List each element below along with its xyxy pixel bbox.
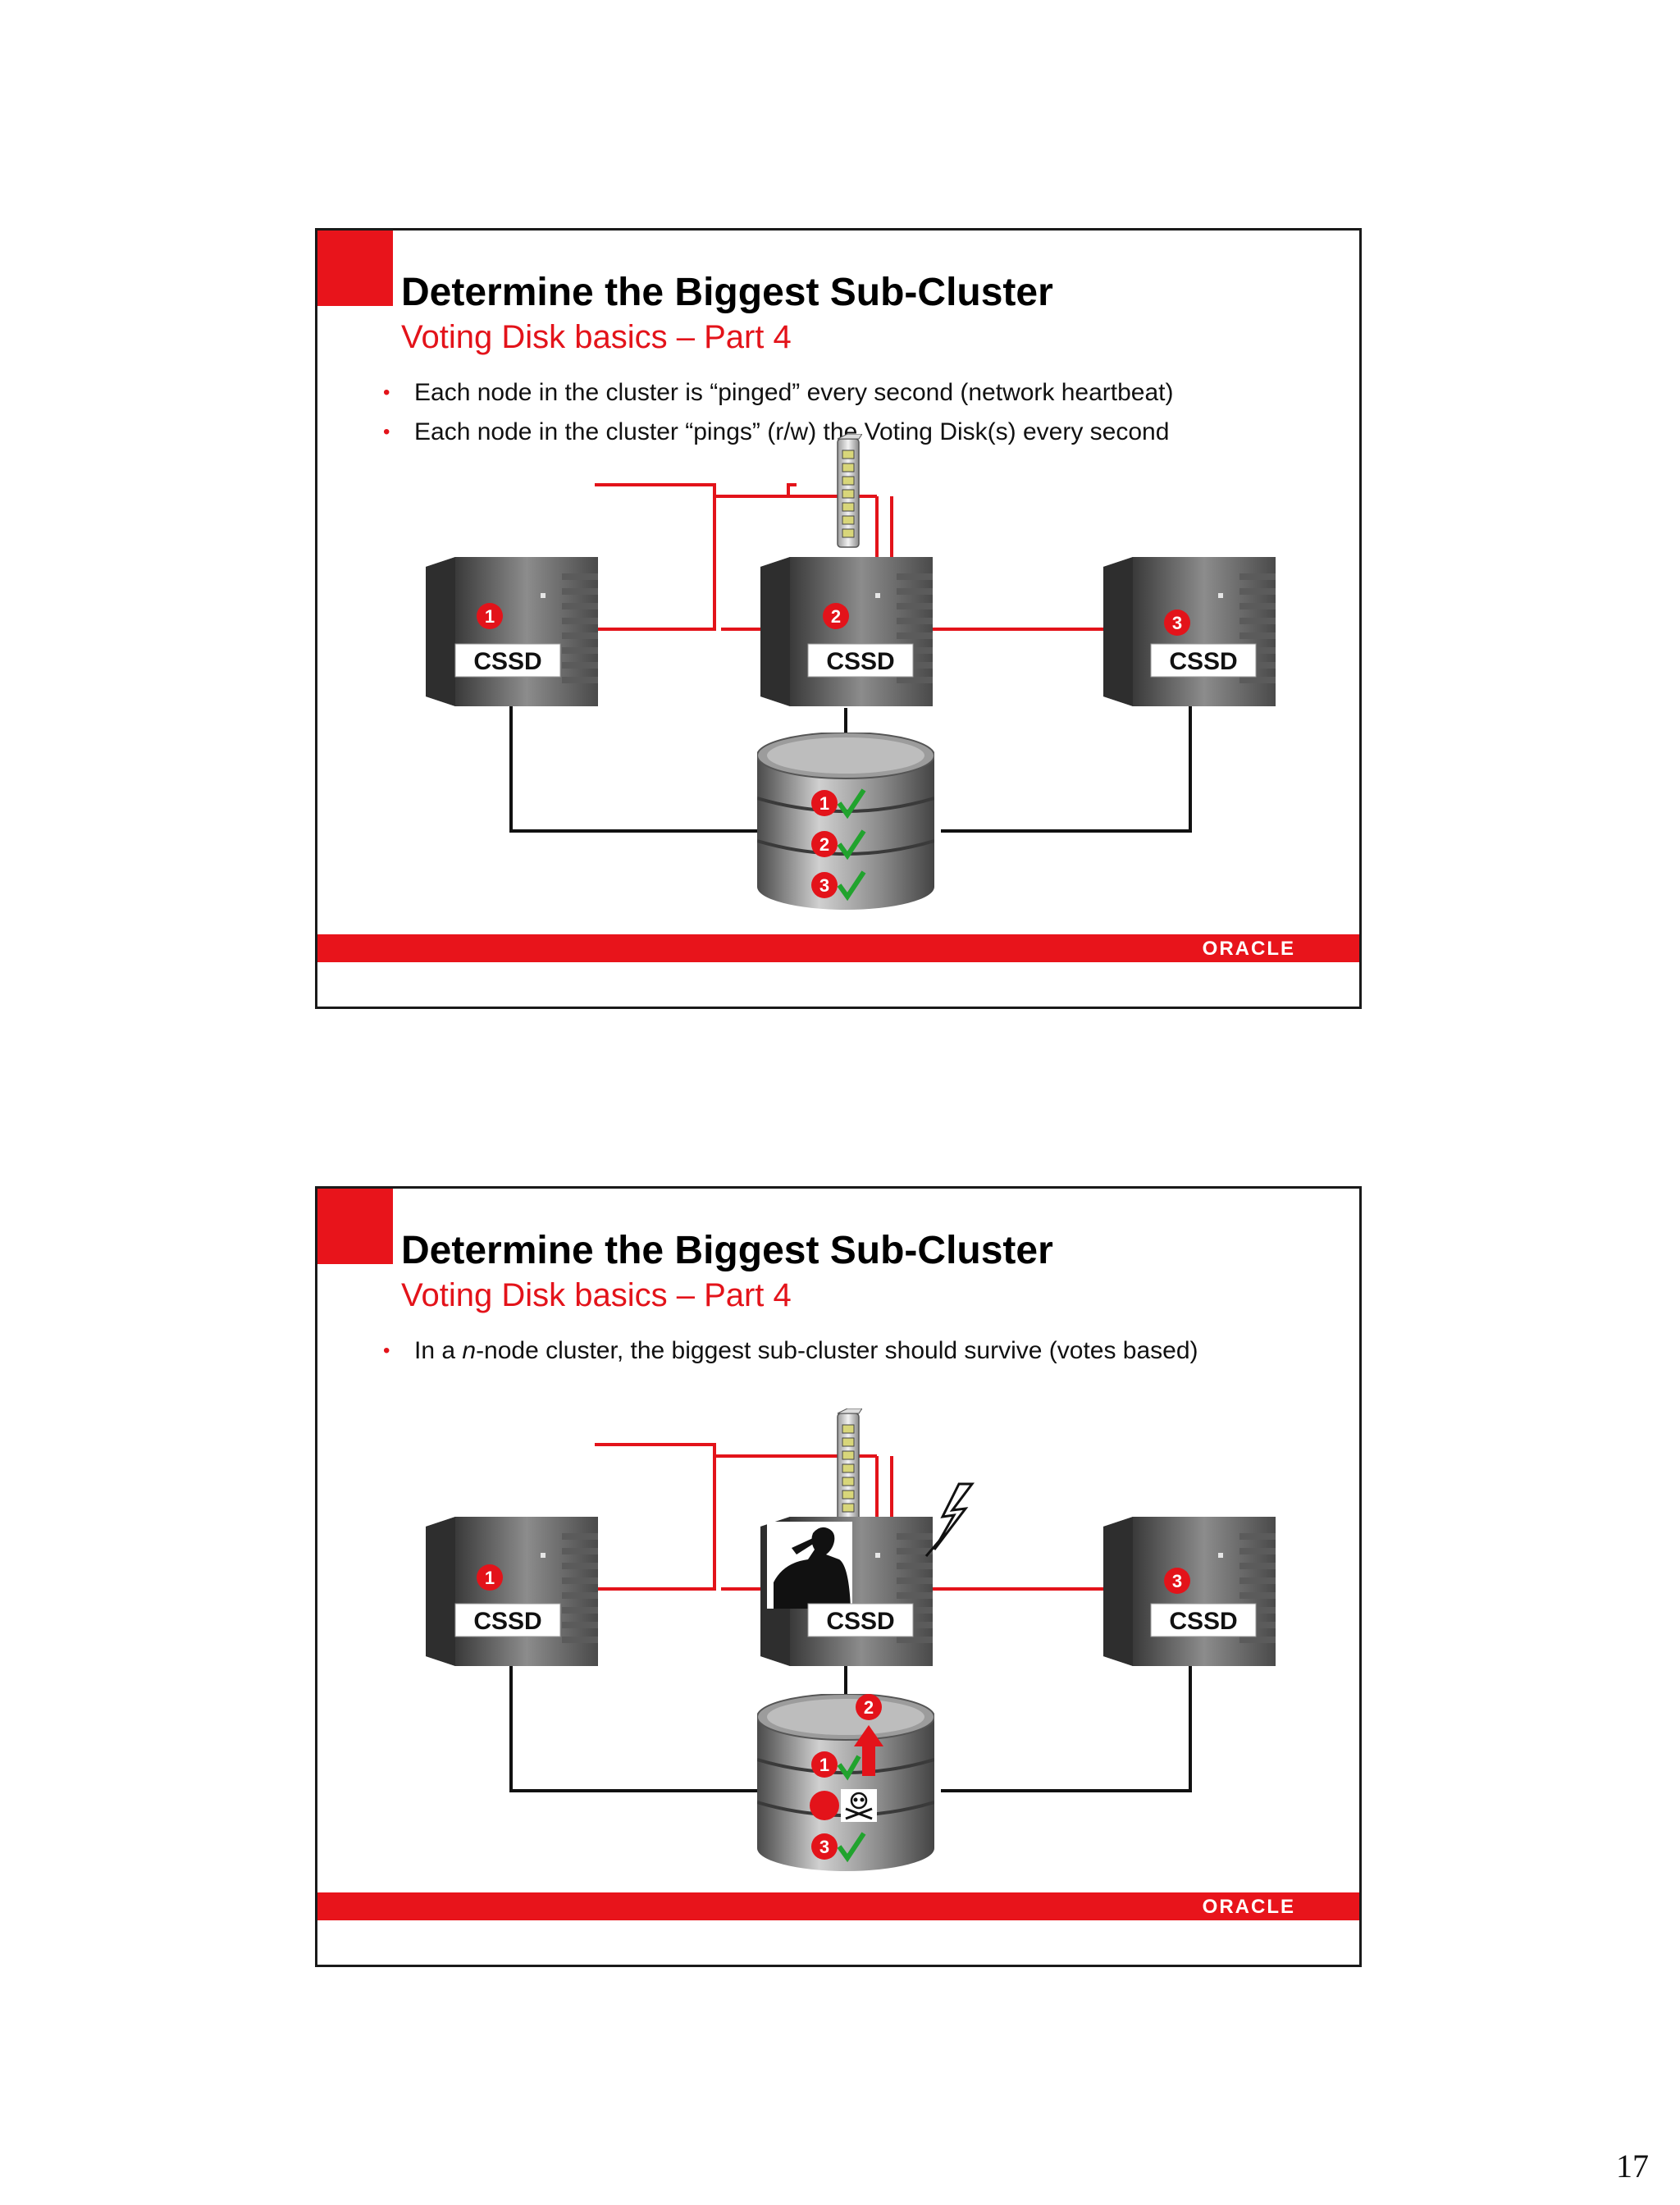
up-arrow-icon [854, 1725, 883, 1776]
cssd-label: CSSD [1169, 1608, 1237, 1635]
slide-accent-block [317, 1189, 393, 1264]
vote-row-2: 2 [811, 829, 866, 861]
vote-row-1: 1 [811, 1751, 861, 1781]
slide-title: Determine the Biggest Sub-Cluster [401, 1229, 1053, 1272]
vote-row-1: 1 [811, 788, 866, 819]
svg-text:2: 2 [819, 834, 829, 855]
server-icon [426, 1517, 598, 1666]
check-icon [837, 788, 866, 819]
slide-2: Determine the Biggest Sub-Cluster Voting… [315, 1186, 1362, 1967]
oracle-logo: ORACLE [1202, 1896, 1295, 1918]
vote-number-badge [811, 1833, 838, 1860]
slide-1: Determine the Biggest Sub-Cluster Voting… [315, 228, 1362, 1009]
cssd-label-box [1150, 643, 1257, 678]
cssd-label-box [807, 643, 914, 678]
cssd-label: CSSD [826, 1608, 894, 1635]
node-number-badge [1164, 609, 1190, 636]
check-icon [837, 870, 866, 902]
vote-row-3: 3 [811, 1832, 866, 1863]
cssd-label-box [807, 1603, 914, 1637]
check-icon [837, 1832, 866, 1863]
footer-bar [317, 934, 1359, 962]
svg-text:3: 3 [819, 1837, 829, 1857]
server-node-3: 3 CSSD [1103, 1517, 1276, 1666]
server-node-2: CSSD [760, 1517, 933, 1666]
vote-row-2 [810, 1789, 877, 1822]
server-node-1: 1 CSSD [426, 557, 598, 706]
cssd-label-box [454, 1603, 561, 1637]
slide-subtitle: Voting Disk basics – Part 4 [401, 319, 792, 355]
node-number-badge [823, 603, 849, 629]
node-number: 3 [1172, 1571, 1182, 1591]
lightning-bolt-icon [924, 1482, 975, 1557]
voting-disk: 1 2 3 [757, 733, 934, 910]
check-icon [837, 829, 866, 861]
voting-disk-icon [757, 1694, 934, 1871]
bullet-icon: • [383, 1340, 390, 1362]
server-icon [426, 557, 598, 706]
server-node-2: 2 CSSD [760, 557, 933, 706]
server-icon [1103, 1517, 1276, 1666]
slide-title: Determine the Biggest Sub-Cluster [401, 271, 1053, 314]
bullet-list: •In a n-node cluster, the biggest sub-cl… [383, 1335, 1198, 1374]
storage-links [509, 1638, 1192, 1792]
node-number-badge [477, 603, 503, 629]
svg-text:1: 1 [819, 1755, 829, 1775]
page-number: 17 [1616, 2148, 1649, 2184]
slide-subtitle: Voting Disk basics – Part 4 [401, 1277, 792, 1313]
voting-disk-icon [757, 733, 934, 910]
voting-disk: 2 1 3 [757, 1694, 934, 1871]
server-node-1: 1 CSSD [426, 1517, 598, 1666]
cluster-diagram: 1 CSSD 2 CSSD 3 CSSD 1 [426, 434, 1276, 910]
vote-number-badge [811, 872, 838, 898]
storage-links [509, 680, 1192, 833]
node-number-badge [1164, 1568, 1190, 1594]
cssd-label-box [1150, 1603, 1257, 1637]
bullet-item: •Each node in the cluster “pings” (r/w) … [383, 416, 1174, 455]
node-number: 1 [485, 1568, 495, 1588]
check-icon [837, 1755, 861, 1781]
server-icon [1103, 557, 1276, 706]
node-number: 1 [485, 606, 495, 627]
disk-number-badge [856, 1694, 882, 1720]
bullet-icon: • [383, 381, 390, 404]
bullet-icon: • [383, 421, 390, 443]
cssd-label: CSSD [826, 648, 894, 675]
suicide-figure-icon [774, 1527, 851, 1609]
cssd-label-box [454, 643, 561, 678]
bullet-list: •Each node in the cluster is “pinged” ev… [383, 377, 1174, 455]
node-number: 3 [1172, 613, 1182, 633]
server-icon [760, 557, 933, 706]
gun-arm-icon [792, 1538, 815, 1554]
slide-accent-block [317, 231, 393, 306]
vote-number-badge [811, 831, 838, 857]
cluster-diagram: 1 CSSD CSSD 3 CSSD 2 [426, 1408, 1276, 1871]
server-node-3: 3 CSSD [1103, 557, 1276, 706]
cssd-label: CSSD [473, 648, 541, 675]
node-number-badge [477, 1564, 503, 1591]
node-number: 2 [831, 606, 841, 627]
vote-number-badge [811, 1751, 838, 1778]
cssd-label: CSSD [1169, 648, 1237, 675]
network-switch-icon [837, 434, 862, 548]
oracle-logo: ORACLE [1202, 938, 1295, 960]
bullet-item: •In a n-node cluster, the biggest sub-cl… [383, 1335, 1198, 1374]
vote-row-3: 3 [811, 870, 866, 902]
network-switch-icon [837, 1408, 862, 1522]
skull-icon [841, 1789, 877, 1822]
footer-bar [317, 1892, 1359, 1920]
vote-number-badge [810, 1791, 839, 1820]
bullet-item: •Each node in the cluster is “pinged” ev… [383, 377, 1174, 416]
cssd-label: CSSD [473, 1608, 541, 1635]
vote-number-badge [811, 790, 838, 816]
svg-text:3: 3 [819, 875, 829, 896]
svg-text:1: 1 [819, 793, 829, 814]
disk-number: 2 [864, 1697, 874, 1718]
